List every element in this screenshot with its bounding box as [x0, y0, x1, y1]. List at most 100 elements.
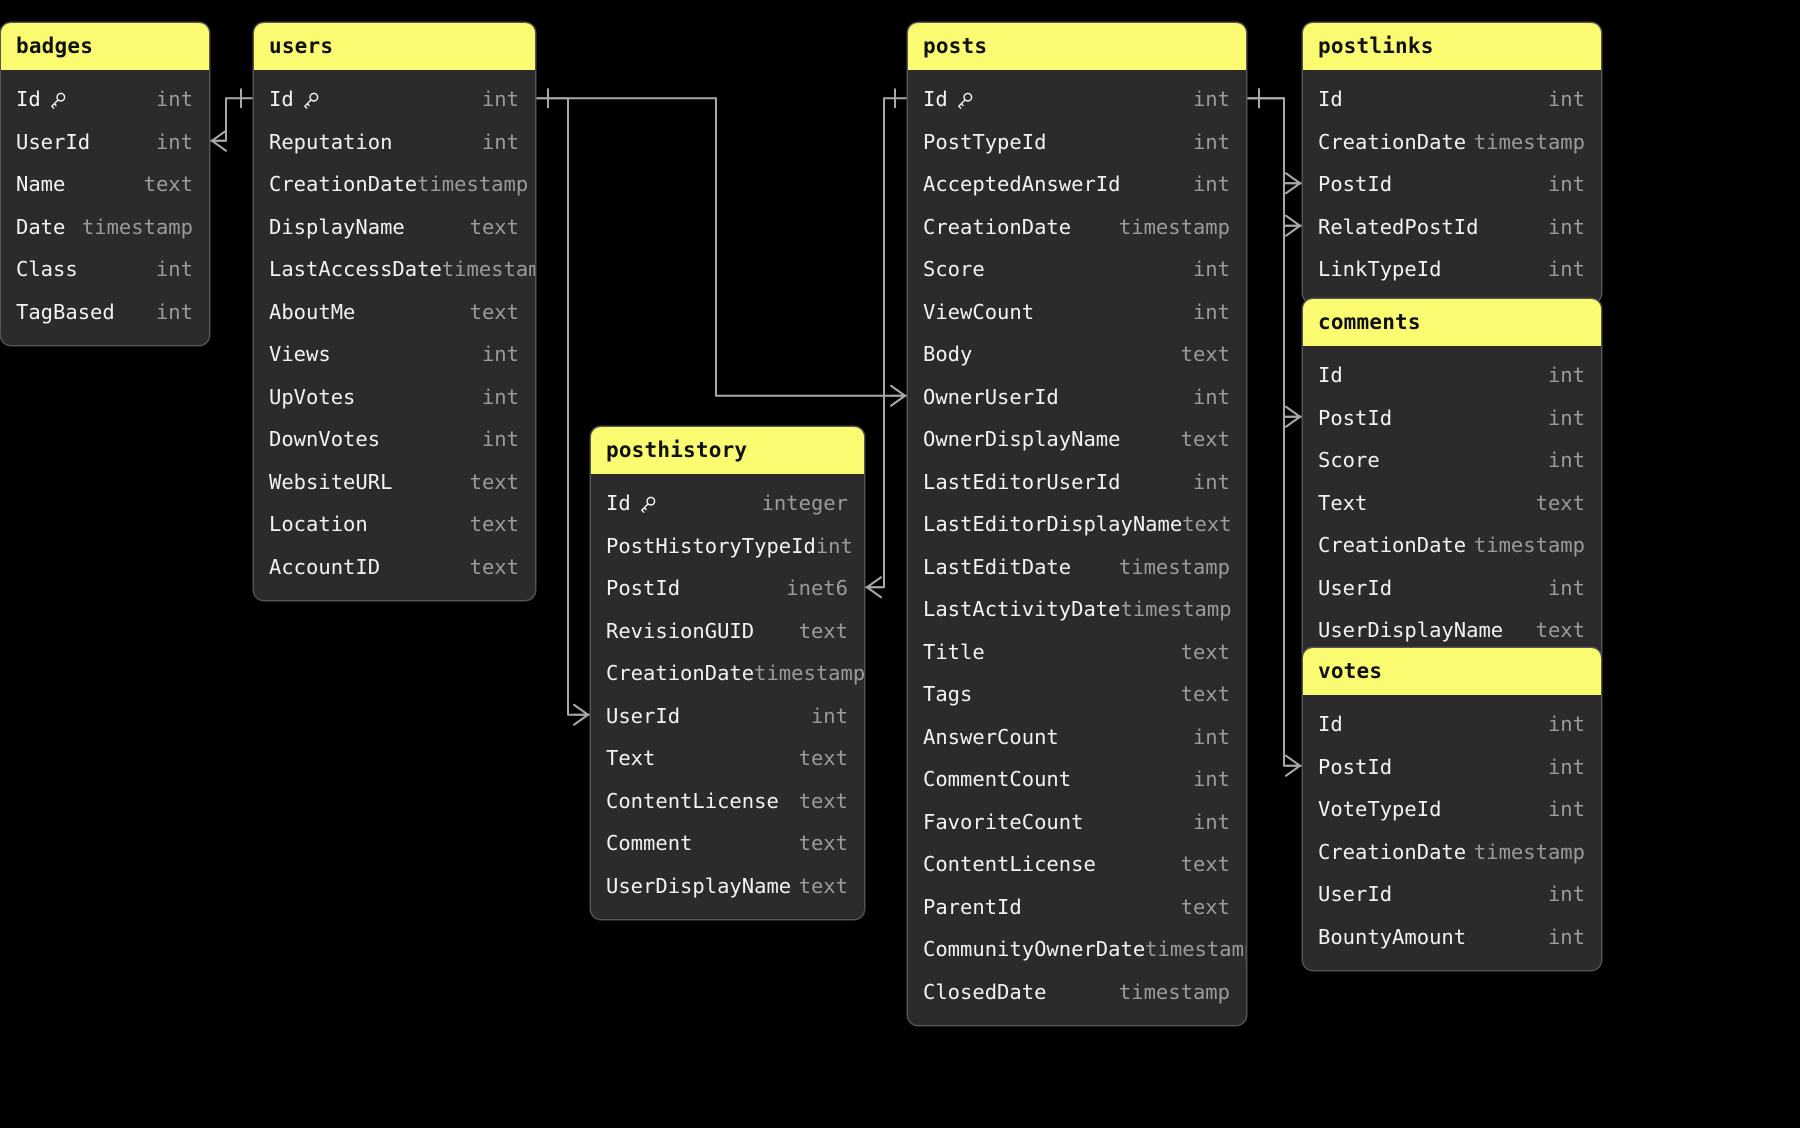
field-label: CreationDate: [1318, 839, 1467, 864]
field-name: UserDisplayName: [1318, 618, 1503, 642]
field-label: RelatedPostId: [1318, 214, 1479, 239]
field-name: PostId: [1318, 406, 1392, 430]
field-name: CommunityOwnerDate: [923, 937, 1145, 961]
field-type: int: [155, 129, 193, 154]
field-type: text: [469, 299, 519, 324]
field-type: text: [469, 469, 519, 494]
field-name: Id: [1318, 87, 1343, 111]
field-name: LastEditorDisplayName: [923, 512, 1182, 536]
field-label: WebsiteURL: [269, 469, 393, 494]
field-label: PostId: [1318, 172, 1393, 197]
field-label: CreationDate: [1318, 129, 1467, 154]
field-row[interactable]: LastAccessDatetimestamp: [254, 248, 535, 291]
field-label: UserId: [1318, 882, 1393, 907]
field-type: timestamp: [1145, 937, 1247, 962]
field-label: Id: [606, 491, 631, 516]
field-row[interactable]: AboutMe text: [254, 291, 535, 334]
table-header-posthistory: posthistory: [591, 427, 864, 474]
field-name: RevisionGUID: [606, 619, 754, 643]
field-row[interactable]: WebsiteURL text: [254, 461, 535, 504]
table-header-comments: comments: [1303, 299, 1601, 346]
field-name: PostId: [1318, 172, 1392, 196]
field-label: Comment: [606, 831, 693, 856]
field-label: AboutMe: [269, 299, 356, 324]
field-label: AnswerCount: [923, 724, 1059, 749]
